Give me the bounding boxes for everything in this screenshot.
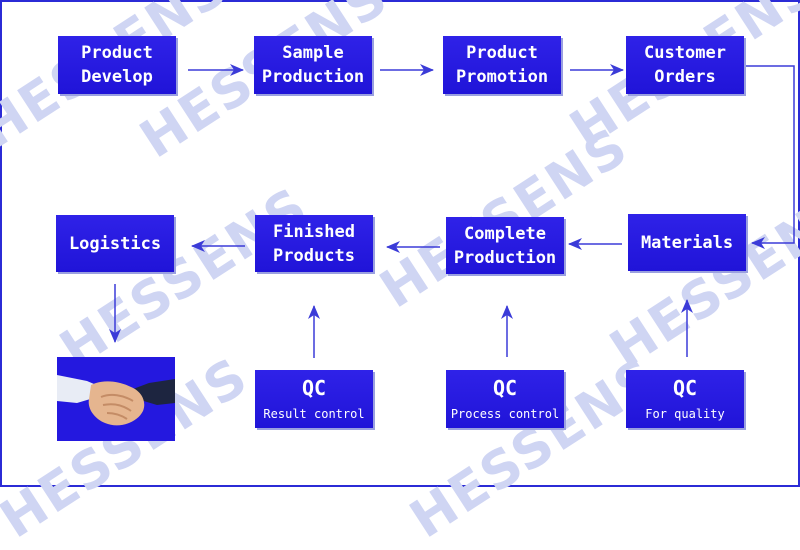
step-sample-production: Sample Production	[254, 36, 372, 94]
handshake-image	[57, 357, 175, 441]
step-customer-orders: Customer Orders	[626, 36, 744, 94]
step-label-line: Products	[273, 245, 355, 266]
step-product-develop: Product Develop	[58, 36, 176, 94]
step-label-line: Orders	[654, 67, 716, 87]
qc-subtitle: Result control	[263, 407, 365, 421]
step-complete-production: Complete Production	[446, 217, 564, 274]
qc-process-control: QC Process control	[446, 370, 564, 428]
qc-for-quality: QC For quality	[626, 370, 744, 428]
step-finished-products: Finished Products	[255, 215, 373, 272]
step-label-line: Logistics	[68, 233, 162, 254]
step-label-line: Production	[453, 247, 557, 268]
qc-subtitle: For quality	[645, 407, 725, 421]
step-materials: Materials	[628, 214, 746, 271]
qc-title: QC	[672, 376, 698, 400]
step-label-line: Finished	[273, 221, 355, 242]
step-label-line: Materials	[640, 232, 734, 253]
step-label-line: Sample	[282, 43, 344, 63]
step-label-line: Promotion	[455, 67, 549, 87]
qc-title: QC	[301, 376, 327, 400]
step-label-line: Product	[81, 43, 153, 63]
step-logistics: Logistics	[56, 215, 174, 272]
step-label-line: Develop	[81, 67, 153, 87]
qc-subtitle: Process control	[450, 407, 560, 421]
step-label-line: Complete	[464, 223, 546, 244]
qc-title: QC	[492, 376, 518, 400]
arrow-orders-to-materials	[746, 65, 795, 249]
qc-result-control: QC Result control	[255, 370, 373, 428]
flow-arrows	[109, 64, 795, 358]
step-product-promotion: Product Promotion	[443, 36, 561, 94]
step-label-line: Product	[466, 43, 538, 63]
step-label-line: Customer	[644, 43, 726, 63]
step-label-line: Production	[261, 67, 365, 87]
